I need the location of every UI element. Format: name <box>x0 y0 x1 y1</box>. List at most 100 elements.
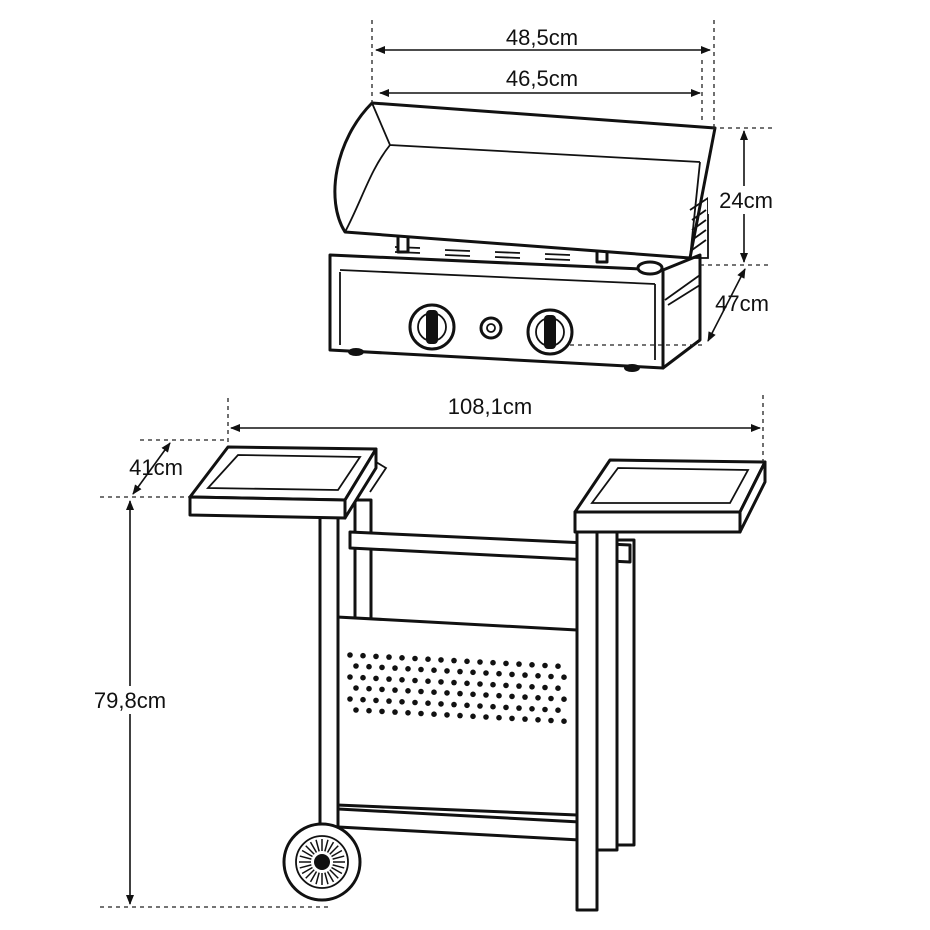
vent-dot <box>438 679 444 685</box>
vent-dot <box>503 660 509 667</box>
vent-dot <box>392 665 398 671</box>
vent-dot <box>483 714 489 720</box>
vent-dot <box>412 655 418 662</box>
vent-dot <box>431 667 437 673</box>
vent-dot <box>529 662 535 668</box>
vent-dot <box>548 673 554 680</box>
vent-dot <box>457 690 463 697</box>
vent-dot <box>386 676 392 682</box>
vent-dot <box>548 695 554 702</box>
vent-dot <box>470 669 476 676</box>
vent-dot <box>438 657 444 663</box>
wheel-spoke <box>305 869 315 879</box>
vent-dot <box>561 674 567 680</box>
label-cart-height: 79,8cm <box>94 688 166 713</box>
knob-right[interactable] <box>526 308 574 356</box>
cart-drawing <box>188 445 767 912</box>
vent-dot <box>451 701 457 708</box>
foot <box>624 364 640 372</box>
crossbar <box>348 530 632 564</box>
vent-dot <box>451 657 457 664</box>
vent-dot <box>405 710 411 716</box>
label-plate-width: 46,5cm <box>506 66 578 91</box>
vent-dot <box>516 661 522 667</box>
vent-dot <box>405 688 411 694</box>
wheel-spoke <box>332 864 345 869</box>
vent-dot <box>347 652 353 658</box>
vent-dot <box>360 674 366 681</box>
vent-dot <box>490 703 496 710</box>
vent-dot <box>477 681 483 687</box>
wheel <box>282 822 362 902</box>
wheel-spoke <box>324 839 329 852</box>
vent-dot <box>386 698 392 704</box>
vent-dot <box>431 711 437 717</box>
vent-dot <box>535 717 541 723</box>
vent-dot <box>535 695 541 701</box>
vent-dot <box>555 663 561 669</box>
vent-dot <box>561 718 567 724</box>
vent-dot <box>386 654 392 660</box>
vent-dot <box>366 707 372 714</box>
plancha-drawing <box>328 101 717 372</box>
vent-dot <box>451 679 457 686</box>
vent-dot <box>399 699 405 705</box>
vent-dot <box>522 716 528 722</box>
vent-dot <box>470 713 476 720</box>
vent-dot <box>496 714 502 721</box>
wheel-spoke <box>329 845 339 855</box>
vent-dot <box>477 703 483 709</box>
vent-dot <box>412 677 418 684</box>
vent-dot <box>561 696 567 702</box>
vent-dot <box>444 668 450 674</box>
vent-dot <box>470 691 476 698</box>
vent-dot <box>418 710 424 717</box>
grease-grill <box>689 196 709 259</box>
vent-dot <box>353 663 359 669</box>
vent-dot <box>366 685 372 692</box>
vent-dot <box>496 692 502 699</box>
wheel-spoke <box>331 849 343 858</box>
vent-dot <box>379 664 385 671</box>
knob-left[interactable] <box>408 303 456 351</box>
vent-dot <box>542 706 548 713</box>
vent-dot <box>503 682 509 689</box>
vent-dot <box>347 696 353 702</box>
vent-dot <box>548 717 554 724</box>
wheel-spoke <box>326 841 335 853</box>
vent-dot <box>496 670 502 677</box>
vent-dot <box>392 687 398 693</box>
vent-dot <box>425 678 431 684</box>
vent-dot <box>373 653 379 660</box>
vent-dot <box>522 694 528 700</box>
vent-dot <box>509 693 515 700</box>
dim-47 <box>707 268 746 342</box>
vent-dot <box>438 701 444 707</box>
vent-dot <box>392 709 398 715</box>
lighter-port <box>636 260 664 276</box>
wheel-spoke <box>299 864 312 869</box>
wheel-spoke <box>329 869 339 879</box>
vent-dot <box>529 706 535 712</box>
wheel-spoke <box>332 855 345 860</box>
vent-dot <box>503 704 509 711</box>
vent-dot <box>360 696 366 703</box>
vent-dot <box>555 685 561 691</box>
vent-dot <box>366 663 372 670</box>
vent-dot <box>425 656 431 662</box>
right-side-shelf <box>573 458 767 534</box>
vent-dot <box>444 690 450 696</box>
vent-dot <box>347 674 353 680</box>
vent-dot <box>477 659 483 665</box>
vent-dot <box>373 697 379 704</box>
vent-dot <box>464 702 470 709</box>
vent-dot <box>373 675 379 682</box>
vent-dots <box>347 652 567 724</box>
vent-dot <box>516 683 522 689</box>
vent-dot <box>529 684 535 690</box>
wheel-spoke <box>309 841 318 853</box>
wheel-spoke <box>326 871 335 883</box>
igniter-button[interactable] <box>479 316 503 340</box>
vent-dot <box>542 662 548 669</box>
